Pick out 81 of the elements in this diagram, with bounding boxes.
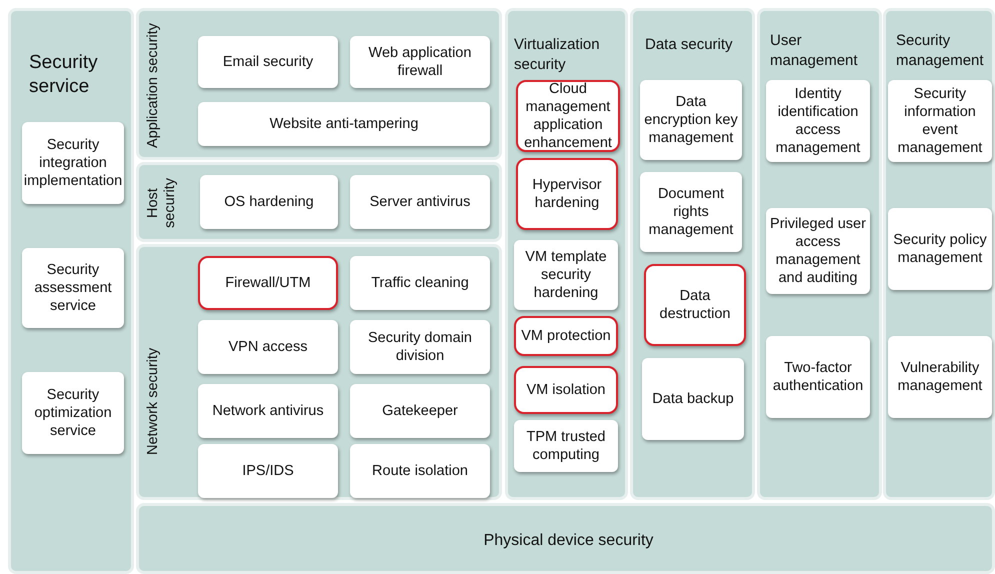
service-label: Vulnerability management — [896, 359, 984, 395]
service-card — [350, 320, 490, 374]
service-card — [888, 80, 992, 162]
service-card — [198, 384, 338, 438]
service-label: Traffic cleaning — [371, 274, 469, 292]
category-panel — [136, 162, 502, 242]
service-card — [22, 122, 124, 204]
service-label: VM protection — [521, 327, 611, 345]
category-panel — [757, 8, 882, 500]
category-heading: Network security — [145, 346, 162, 457]
category-panel — [136, 503, 995, 574]
service-card — [200, 175, 338, 229]
category-heading: Data security — [645, 35, 734, 55]
category-panel — [630, 8, 755, 500]
category-panel — [883, 8, 995, 500]
service-label: Server antivirus — [370, 193, 470, 211]
category-panel — [505, 8, 628, 500]
category-panel — [136, 8, 502, 160]
category-panel — [136, 244, 502, 500]
service-card — [350, 256, 490, 310]
service-card — [22, 372, 124, 454]
service-label: Security integration implementation — [24, 136, 122, 190]
service-card — [350, 175, 490, 229]
service-label: Network antivirus — [212, 402, 324, 420]
category-heading: Security management — [896, 31, 985, 71]
service-card — [198, 36, 338, 88]
service-label: Route isolation — [372, 462, 468, 480]
service-label: TPM trusted computing — [526, 428, 606, 464]
service-label: Security assessment service — [33, 261, 113, 315]
service-card — [888, 336, 992, 418]
service-card — [514, 316, 618, 356]
service-card — [350, 384, 490, 438]
service-label: OS hardening — [224, 193, 314, 211]
category-heading: Physical device security — [482, 531, 654, 551]
service-label: VPN access — [228, 338, 308, 356]
service-label: Data encryption key management — [644, 93, 738, 147]
service-card — [198, 444, 338, 498]
service-card — [766, 208, 870, 294]
category-heading: Host security — [145, 177, 179, 230]
service-card — [766, 80, 870, 162]
service-label: Web application firewall — [368, 44, 472, 80]
service-card — [514, 366, 618, 414]
service-card — [640, 172, 742, 252]
service-label: Cloud management application enhancement — [523, 80, 613, 152]
service-label: Document rights management — [648, 185, 734, 239]
service-label: Identity identification access management — [774, 85, 862, 157]
service-label: Website anti-tampering — [270, 115, 418, 133]
service-card — [766, 336, 870, 418]
service-label: Privileged user access management and auditing — [770, 215, 866, 287]
service-card — [350, 444, 490, 498]
service-label: Data destruction — [658, 287, 732, 323]
service-label: Security policy management — [892, 231, 988, 267]
service-label: Hypervisor hardening — [531, 176, 603, 212]
service-label: VM template security hardening — [524, 248, 608, 302]
service-card — [514, 240, 618, 310]
category-panel — [8, 8, 134, 574]
service-card — [888, 208, 992, 290]
service-card — [642, 358, 744, 440]
service-label: Email security — [222, 53, 314, 71]
service-label: Data backup — [652, 390, 734, 408]
service-card — [350, 36, 490, 88]
service-label: Firewall/UTM — [225, 274, 311, 292]
category-heading: Security service — [29, 51, 99, 99]
category-heading: Application security — [145, 22, 162, 150]
service-card — [644, 264, 746, 346]
service-label: VM isolation — [526, 381, 606, 399]
service-label: Gatekeeper — [382, 402, 458, 420]
service-label: Two-factor authentication — [772, 359, 864, 395]
service-label: Security domain division — [367, 329, 473, 365]
service-card — [22, 248, 124, 328]
category-heading: Virtualization security — [514, 35, 601, 75]
service-card — [198, 102, 490, 146]
service-card — [516, 158, 618, 230]
category-heading: User management — [770, 31, 859, 71]
service-card — [640, 80, 742, 160]
service-card — [198, 256, 338, 310]
service-label: Security optimization service — [33, 386, 113, 440]
service-label: IPS/IDS — [242, 462, 294, 480]
service-card — [514, 420, 618, 472]
service-card — [198, 320, 338, 374]
service-label: Security information event management — [896, 85, 984, 157]
